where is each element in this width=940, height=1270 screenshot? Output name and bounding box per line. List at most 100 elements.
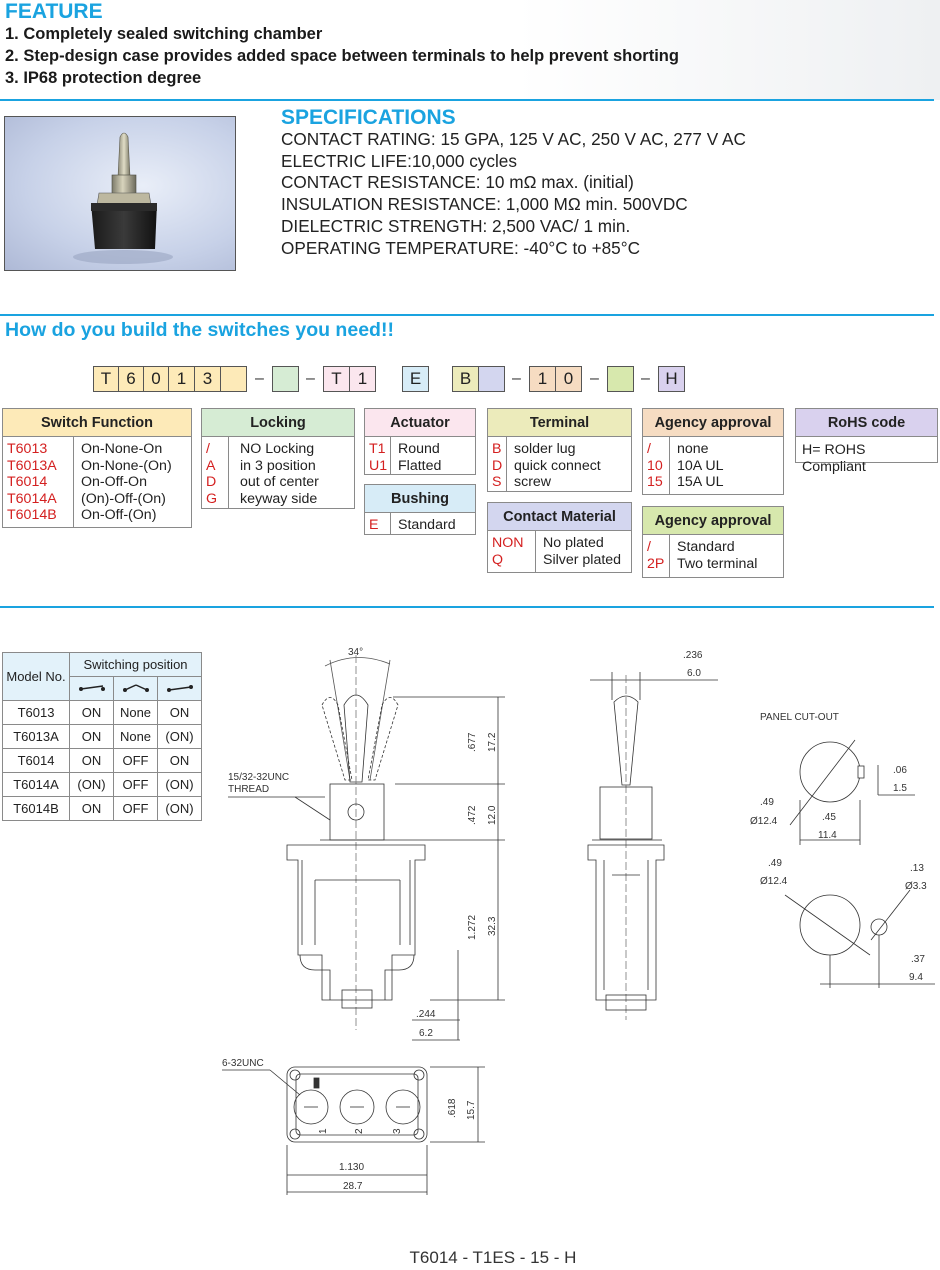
rohs-table: RoHS code H= ROHS Compliant bbox=[795, 408, 938, 475]
model-cell: T6014 bbox=[2, 748, 70, 773]
option-code: B bbox=[492, 441, 502, 457]
dim-label: Ø12.4 bbox=[760, 876, 788, 887]
agency-approval-header: Agency approval bbox=[643, 507, 783, 535]
option-code: 15 bbox=[647, 474, 663, 490]
option-code: T6014 bbox=[7, 474, 48, 490]
section-divider bbox=[0, 606, 934, 608]
dim-label: 1.130 bbox=[339, 1162, 364, 1173]
model-cell: T6014A bbox=[2, 772, 70, 797]
locking-table: Locking / A D G NO Locking in 3 position… bbox=[201, 408, 355, 509]
dim-label: 6.0 bbox=[687, 668, 701, 679]
front-view-drawing bbox=[228, 655, 505, 1041]
option-desc: Silver plated bbox=[543, 551, 622, 568]
position-cell: ON bbox=[157, 748, 202, 773]
option-desc: quick connect bbox=[514, 457, 601, 474]
option-desc: Standard bbox=[398, 517, 456, 533]
terminal-table: Terminal B D S solder lug quick connect … bbox=[487, 408, 632, 492]
panel-cutout-drawing bbox=[784, 739, 935, 988]
product-photo bbox=[4, 116, 236, 271]
spec-line: DIELECTRIC STRENGTH: 2,500 VAC/ 1 min. bbox=[281, 216, 631, 236]
feature-item: 2. Step-design case provides added space… bbox=[5, 47, 679, 65]
agency-approval-table-2: Agency approval / 2P Standard Two termin… bbox=[642, 506, 784, 578]
dim-label: 15.7 bbox=[466, 1100, 477, 1120]
header-band bbox=[0, 0, 940, 100]
code-box-actuator: T bbox=[323, 366, 350, 392]
section-divider bbox=[0, 99, 934, 101]
option-desc: H= ROHS Compliant bbox=[802, 442, 866, 475]
option-code: 10 bbox=[647, 457, 663, 474]
toggle-switch-illustration bbox=[73, 132, 173, 264]
model-cell: T6013 bbox=[2, 700, 70, 725]
code-dash: – bbox=[512, 370, 521, 387]
position-cell: OFF bbox=[113, 748, 158, 773]
option-code: / bbox=[647, 441, 651, 457]
dim-label: .06 bbox=[893, 765, 907, 776]
dim-label: .37 bbox=[911, 954, 925, 965]
code-dash: – bbox=[590, 370, 599, 387]
option-code: Q bbox=[492, 551, 504, 568]
switch-center-symbol bbox=[113, 676, 158, 701]
dim-label: 17.2 bbox=[487, 732, 498, 752]
switch-function-table: Switch Function T6013 T6013A T6014 T6014… bbox=[2, 408, 192, 528]
switch-right-symbol bbox=[157, 676, 202, 701]
option-code: T6014B bbox=[7, 507, 57, 523]
option-desc: solder lug bbox=[514, 441, 576, 457]
contact-material-table: Contact Material NON Q No plated Silver … bbox=[487, 502, 632, 573]
dim-label: 6.2 bbox=[419, 1028, 433, 1039]
dim-label: Ø3.3 bbox=[905, 881, 927, 892]
dim-label: .49 bbox=[768, 858, 782, 869]
panel-cutout-labels: PANEL CUT-OUT .06 1.5 .49 Ø12.4 .45 11.4… bbox=[750, 712, 927, 983]
option-code: 2P bbox=[647, 555, 665, 572]
model-cell: T6014B bbox=[2, 796, 70, 821]
spec-line: OPERATING TEMPERATURE: -40°C to +85°C bbox=[281, 238, 641, 258]
feature-item: 3. IP68 protection degree bbox=[5, 69, 202, 87]
thread-label: THREAD bbox=[228, 784, 269, 795]
code-box-function: 0 bbox=[143, 366, 169, 392]
code-box-agency: 0 bbox=[555, 366, 582, 392]
option-code: T1 bbox=[369, 441, 386, 457]
bushing-table: Bushing E Standard bbox=[364, 484, 476, 535]
option-desc: On-Off-On bbox=[81, 474, 147, 490]
model-cell: T6013A bbox=[2, 724, 70, 749]
bottom-view-drawing bbox=[222, 1066, 485, 1195]
option-desc: On-None-(On) bbox=[81, 457, 172, 474]
option-desc: Two terminal bbox=[677, 555, 758, 572]
option-desc: On-None-On bbox=[81, 441, 163, 457]
option-code: E bbox=[369, 517, 379, 533]
bottom-view-labels: 6-32UNC .618 15.7 1.130 28.7 1 2 3 bbox=[222, 1058, 477, 1192]
position-cell: (ON) bbox=[69, 772, 114, 797]
dim-label: 28.7 bbox=[343, 1181, 363, 1192]
position-cell: ON bbox=[69, 700, 114, 725]
build-title: How do you build the switches you need!! bbox=[5, 319, 394, 341]
code-box-locking bbox=[272, 366, 299, 392]
model-header: Model No. bbox=[2, 652, 70, 701]
contact-material-header: Contact Material bbox=[488, 503, 631, 531]
dim-label: 9.4 bbox=[909, 972, 923, 983]
option-desc: No plated bbox=[543, 535, 604, 551]
code-box-contact bbox=[478, 366, 505, 392]
dim-label: .677 bbox=[467, 732, 478, 752]
agency-approval-header: Agency approval bbox=[643, 409, 783, 437]
position-header: Switching position bbox=[69, 652, 202, 677]
code-dash: – bbox=[641, 370, 650, 387]
dim-label: 12.0 bbox=[487, 805, 498, 825]
option-code: U1 bbox=[369, 457, 388, 474]
switching-position-table: Model No. Switching position T6013 ON No… bbox=[2, 652, 202, 821]
code-box-function: 6 bbox=[118, 366, 144, 392]
side-view-labels: .236 6.0 bbox=[683, 650, 703, 679]
code-box-function: 1 bbox=[168, 366, 195, 392]
part-number-caption: T6014 - T1ES - 15 - H bbox=[409, 1248, 577, 1267]
position-cell: (ON) bbox=[157, 724, 202, 749]
code-dash: – bbox=[306, 370, 315, 387]
panel-cutout-title: PANEL CUT-OUT bbox=[760, 712, 839, 723]
specifications-title: SPECIFICATIONS bbox=[281, 106, 456, 129]
code-box-agency: 1 bbox=[529, 366, 556, 392]
code-box-terminal: B bbox=[452, 366, 479, 392]
option-desc: (On)-Off-(On) bbox=[81, 490, 166, 507]
rohs-header: RoHS code bbox=[796, 409, 937, 437]
angle-label: 34° bbox=[348, 647, 363, 658]
terminal-header: Terminal bbox=[488, 409, 631, 437]
position-cell: ON bbox=[157, 700, 202, 725]
option-code: G bbox=[206, 490, 218, 507]
dim-label: .618 bbox=[447, 1098, 458, 1118]
